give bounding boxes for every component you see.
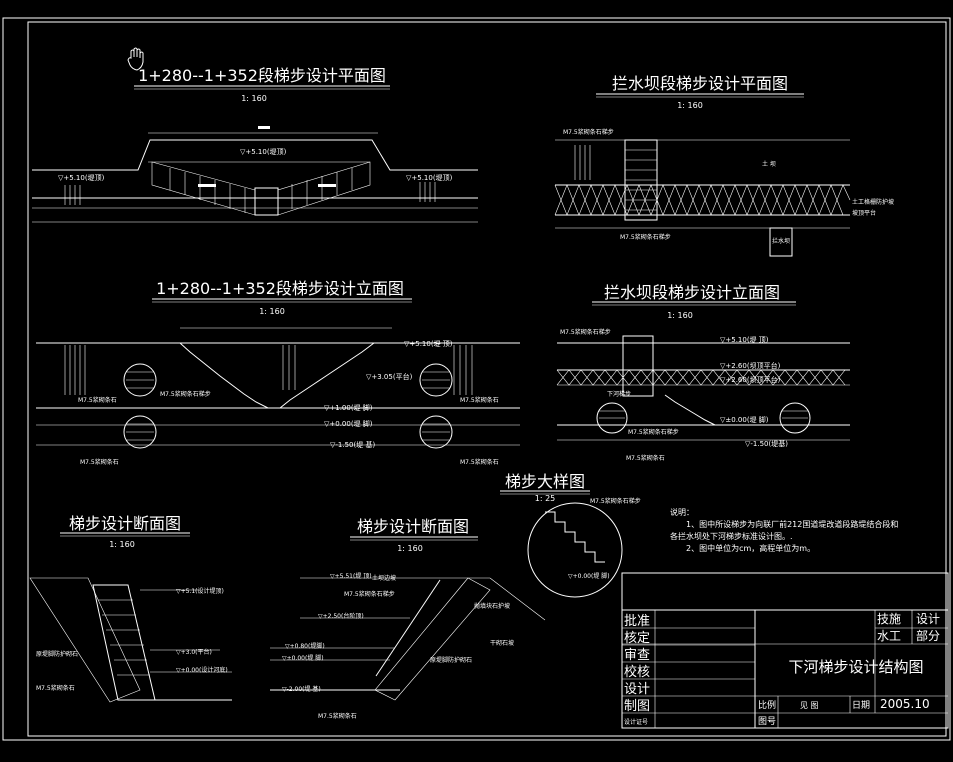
inner-frame <box>27 21 947 737</box>
outer-frame <box>2 17 951 741</box>
section-b-r1: 土坝边坡 <box>372 574 396 582</box>
elev-a-m7-c: M7.5浆砌条石 <box>460 396 499 404</box>
elev-a-view: 1+280--1+352段梯步设计立面图 1: 160 ▽+5.10(堤 顶) … <box>36 279 520 466</box>
section-a-scale: 1: 160 <box>109 540 135 549</box>
plan-b-view: 拦水坝段梯步设计平面图 1: 160 M7.5浆砌条石梯步 土 坝 土工格栅防护… <box>554 74 894 257</box>
elev-b-lvl2: ▽+2.60(坝顶平台) <box>720 375 781 384</box>
elev-a-m7-e: M7.5浆砌条石 <box>460 458 499 466</box>
tb-draw: 制图 <box>624 699 650 714</box>
section-a-left1: 原堤脚防护砌石 <box>36 650 78 658</box>
elev-b-lvl1: ▽+2.60(坝顶平台) <box>720 361 781 370</box>
tb-dept-d: 部分 <box>916 628 940 643</box>
plan-b-scale: 1: 160 <box>677 101 703 110</box>
plan-b-title: 拦水坝段梯步设计平面图 <box>612 74 788 93</box>
detail-title: 梯步大样图 <box>505 472 585 491</box>
notes-heading: 说明： <box>670 507 694 517</box>
section-a-l3: ▽+0.00(设计河底) <box>176 666 228 674</box>
section-b-bot: M7.5浆砌条石 <box>318 712 357 720</box>
elev-b-title: 拦水坝段梯步设计立面图 <box>604 283 780 302</box>
plan-a-right-level: ▽+5.10(堤顶) <box>406 173 453 182</box>
tb-design-no: 设计证号 <box>624 718 648 726</box>
plan-b-right2: 坡顶平台 <box>852 209 876 217</box>
elev-b-scale: 1: 160 <box>667 311 693 320</box>
elev-a-m7-d: M7.5浆砌条石 <box>80 458 119 466</box>
elev-a-lvl1: ▽+1.00(堤 脚) <box>324 403 373 412</box>
elev-b-top-level: ▽+5.10(堤 顶) <box>720 335 769 344</box>
plan-a-top-level: ▽+5.10(堤顶) <box>240 147 287 156</box>
plan-a-left-level: ▽+5.10(堤顶) <box>58 173 105 182</box>
tb-drawing-title: 下河梯步设计结构图 <box>788 658 923 676</box>
tb-scale-label: 比例 <box>758 699 776 711</box>
elev-b-m7-mid: M7.5浆砌条石梯步 <box>628 428 679 436</box>
section-a-title: 梯步设计断面图 <box>69 514 181 533</box>
section-b-left: 原堤脚防护砌石 <box>430 656 472 664</box>
tb-verify: 核定 <box>624 631 650 646</box>
tb-date-label: 日期 <box>852 700 870 711</box>
section-b-l3: ▽+2.50(台阶顶) <box>318 612 364 620</box>
tb-dept-c: 水工 <box>877 629 901 643</box>
section-b-scale: 1: 160 <box>397 544 423 553</box>
section-b-r2: 抛填块石护坡 <box>474 602 510 610</box>
detail-label-level: ▽+0.00(堤 脚) <box>568 572 610 580</box>
elev-a-scale: 1: 160 <box>259 307 285 316</box>
section-a-l1: ▽+5.1(设计堤顶) <box>176 587 224 595</box>
section-b-l4: ▽+0.80(堤脚) <box>285 642 325 650</box>
detail-label-top: M7.5浆砌条石梯步 <box>590 497 641 505</box>
tb-design: 设计 <box>624 682 650 697</box>
title-block: 批准 核定 审查 校核 设计 制图 设计证号 技施 设计 水工 部分 下河梯步设… <box>621 572 949 729</box>
elev-a-lvl2: ▽+0.00(堤 脚) <box>324 419 373 428</box>
tb-check: 校核 <box>624 664 650 680</box>
elev-a-lvl3: ▽-1.50(堤 基) <box>330 440 375 449</box>
elev-b-lvl4: ▽-1.50(堤基) <box>745 439 788 448</box>
plan-b-m7-bottom: M7.5浆砌条石梯步 <box>620 233 671 241</box>
notes-line2: 各拦水坝处下河梯步标准设计图。. <box>670 531 793 541</box>
tb-dept-a: 技施 <box>877 612 901 626</box>
plan-b-dam: 拦水坝 <box>772 237 790 245</box>
section-a-l2: ▽+3.0(平台) <box>176 648 212 656</box>
tb-drawing-no-label: 图号 <box>758 716 776 727</box>
tb-approve: 批准 <box>624 614 650 629</box>
notes-line1: 1、图中所设梯步为向联厂前212国道堤改道段路堤结合段和 <box>686 519 898 529</box>
plan-a-title: 1+280--1+352段梯步设计平面图 <box>138 66 386 85</box>
elev-a-top-level: ▽+5.10(堤 顶) <box>404 339 453 348</box>
section-b-l2: M7.5浆砌条石梯步 <box>344 590 395 598</box>
plan-b-m7-top: M7.5浆砌条石梯步 <box>563 128 614 136</box>
section-a-view: 梯步设计断面图 1: 160 ▽+5.1(设计堤顶) ▽+3.0(平台) ▽+0… <box>29 514 232 703</box>
section-a-left2: M7.5浆砌条石 <box>36 684 75 692</box>
elev-b-lower: 下河梯步 <box>607 390 631 398</box>
tb-scale-value: 见 图 <box>800 701 819 710</box>
section-b-view: 梯步设计断面图 1: 160 ▽+5.51(堤 顶) M7.5浆砌条石梯步 ▽+… <box>270 517 546 720</box>
section-b-l1: ▽+5.51(堤 顶) <box>330 572 372 580</box>
notes-line3: 2、图中单位为cm，高程单位为m。 <box>686 543 815 553</box>
elev-a-m7-a: M7.5浆砌条石 <box>78 396 117 404</box>
elev-a-title: 1+280--1+352段梯步设计立面图 <box>156 279 404 298</box>
hand-cursor-icon <box>127 47 144 71</box>
plan-a-scale: 1: 160 <box>241 94 267 103</box>
section-b-l6: ▽-2.00(堤 基) <box>282 685 321 693</box>
elev-b-m7-bot: M7.5浆砌条石 <box>626 454 665 462</box>
section-b-l5: ▽±0.00(堤 脚) <box>282 654 324 662</box>
tb-dept-b: 设计 <box>916 612 940 626</box>
elev-a-mid-level: ▽+3.05(平台) <box>366 372 413 381</box>
elev-a-m7-b: M7.5浆砌条石梯步 <box>160 390 211 398</box>
tb-date-value: 2005.10 <box>880 697 930 711</box>
elev-b-m7-top: M7.5浆砌条石梯步 <box>560 328 611 336</box>
section-b-r3: 干砌石坡 <box>490 639 514 647</box>
plan-a-view: 1+280--1+352段梯步设计平面图 1: 160 ▽+5 <box>32 66 478 223</box>
elev-b-lvl3: ▽±0.00(堤 脚) <box>720 415 769 424</box>
detail-scale: 1: 25 <box>535 494 556 503</box>
elev-b-view: 拦水坝段梯步设计立面图 1: 160 M7.5浆砌条石梯步 ▽+5.10(堤 顶… <box>556 283 850 462</box>
tb-review: 审查 <box>624 648 650 663</box>
detail-view: 梯步大样图 1: 25 M7.5浆砌条石梯步 ▽+0.00(堤 脚) <box>500 472 641 598</box>
notes-block: 说明： 1、图中所设梯步为向联厂前212国道堤改道段路堤结合段和 各拦水坝处下河… <box>670 507 898 553</box>
plan-b-right1: 土工格栅防护坡 <box>852 198 894 206</box>
section-b-title: 梯步设计断面图 <box>357 517 469 536</box>
plan-b-soil: 土 坝 <box>762 160 776 168</box>
